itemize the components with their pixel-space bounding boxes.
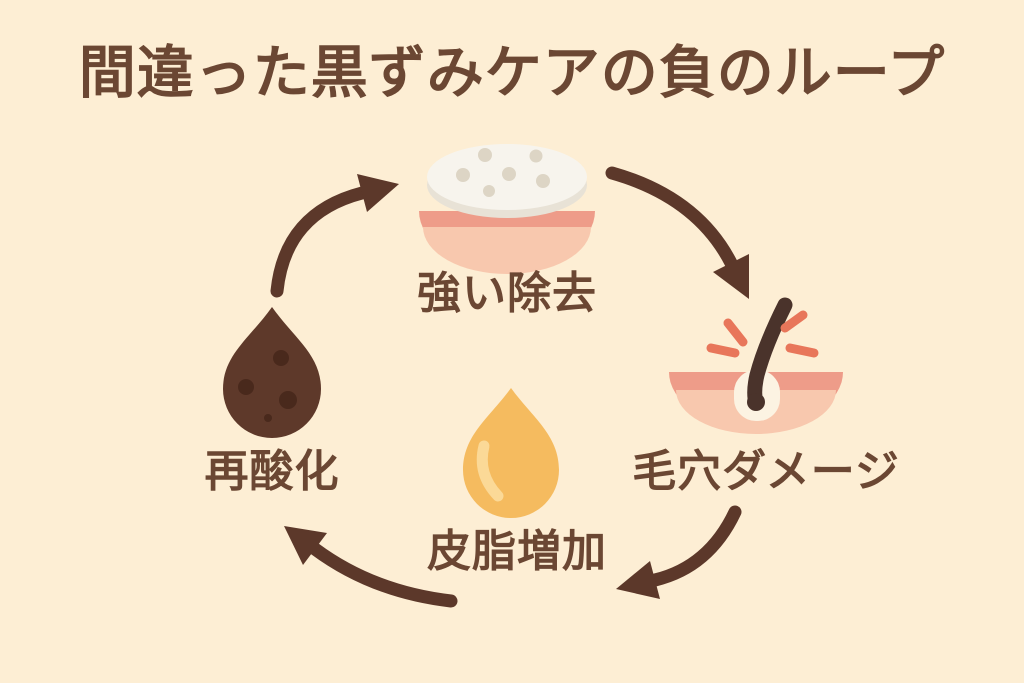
step-label-sebum-increase: 皮脂増加 [427,527,607,576]
pore-damage-icon [669,297,843,434]
arrow-right-to-bottom-icon [616,505,742,599]
damage-spark-lines [706,310,819,358]
drop-body [223,307,321,438]
drop-spots [238,350,297,422]
arrow-left-to-top-icon [270,174,399,298]
oxidized-sebum-drop-icon [223,307,321,438]
step-label-re-oxidation: 再酸化 [204,447,340,496]
sebum-drop-icon [463,388,559,518]
step-label-pore-damage: 毛穴ダメージ [632,447,900,496]
arrow-top-to-right-icon [605,166,749,299]
cotton-pad-scrub-icon [419,144,595,274]
hair-root [747,393,765,411]
arrow-bottom-to-left-icon [284,526,458,608]
step-label-strong-removal: 強い除去 [417,269,597,318]
drop-highlight [476,440,504,502]
cotton-pad-pores [456,148,550,197]
skin-body [423,227,591,274]
page-title: 間違った黒ずみケアの負のループ [78,41,946,105]
